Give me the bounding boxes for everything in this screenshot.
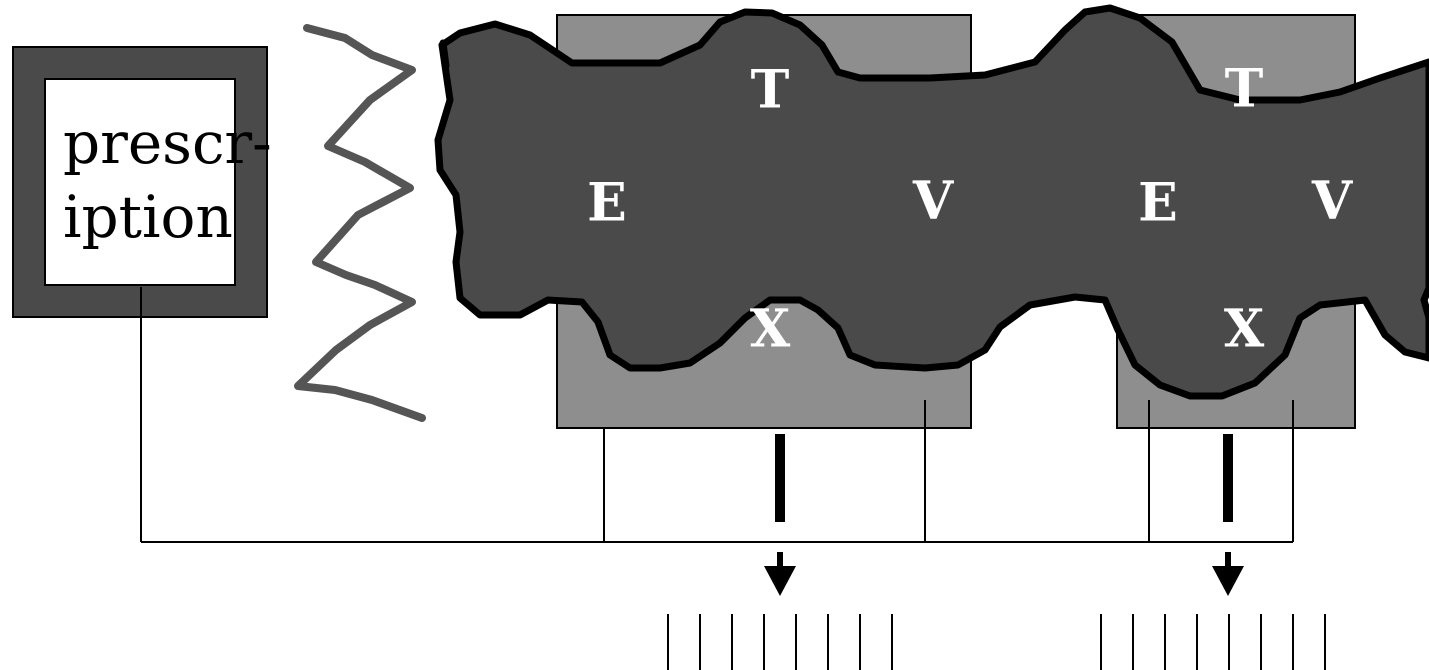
block1-right-letter: V <box>912 171 955 232</box>
block1-bottom-letter: X <box>750 299 791 360</box>
arrow-down-icon <box>764 566 796 596</box>
blob-left-tick <box>439 39 450 70</box>
prescription-line1: prescr- <box>63 109 272 177</box>
block1-top-letter: T <box>751 60 790 121</box>
block2-output-bar <box>1223 434 1233 522</box>
connector-lines <box>140 287 1294 543</box>
block1-arrow-shaft <box>777 552 783 568</box>
block1-left-letter: E <box>587 173 627 234</box>
zigzag-line <box>294 24 426 422</box>
prescription-line2: iption <box>63 183 233 251</box>
block2-output-arrow <box>1212 552 1244 596</box>
block1-output-bar <box>775 434 785 522</box>
block2-bottom-letter: X <box>1224 299 1265 360</box>
block1-output-ticks <box>667 614 893 670</box>
block2-top-letter: T <box>1225 59 1264 120</box>
block1-output-arrow <box>764 552 796 596</box>
block2-right-letter: V <box>1311 171 1354 232</box>
prescription-inner <box>44 78 236 286</box>
block2-output-ticks <box>1100 614 1326 670</box>
dark-blob <box>434 4 1429 400</box>
arrow-down-icon <box>1212 566 1244 596</box>
block2-left-letter: E <box>1138 173 1178 234</box>
block2-arrow-shaft <box>1225 552 1231 568</box>
prescription-box: prescr- iption <box>12 46 272 318</box>
